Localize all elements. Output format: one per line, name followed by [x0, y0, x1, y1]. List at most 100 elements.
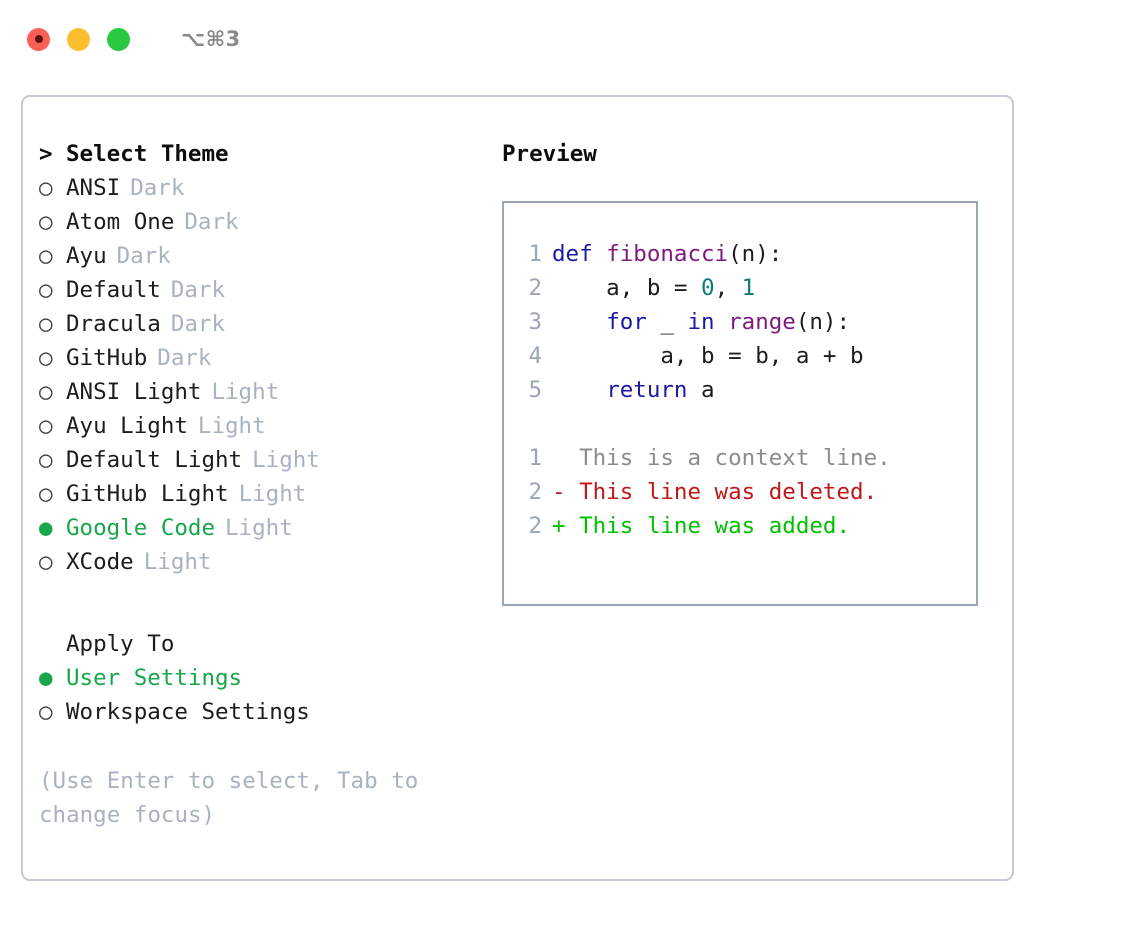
line-number: 5: [528, 377, 542, 403]
window-controls: [27, 27, 130, 51]
theme-list-item[interactable]: ○ Default Dark: [39, 277, 479, 311]
code-line: 2 a, b = 0, 1: [504, 275, 976, 309]
code-line-text: return a: [552, 377, 714, 403]
diff-line: 1 This is a context line.: [504, 445, 976, 479]
theme-variant-badge: Dark: [170, 311, 226, 337]
theme-variant-badge: Light: [252, 447, 320, 473]
radio-unselected-icon: ○: [39, 699, 53, 725]
theme-variant-badge: Dark: [116, 243, 171, 269]
radio-unselected-icon: ○: [39, 379, 53, 405]
theme-list-item[interactable]: ○ ANSI Dark: [39, 175, 479, 209]
diff-line-text: This line was added.: [579, 513, 851, 539]
apply-to-label: Workspace Settings: [66, 699, 310, 725]
code-token-num: 0: [701, 275, 715, 301]
diff-line-text: This line was deleted.: [579, 479, 878, 505]
code-line: 5 return a: [504, 377, 976, 411]
code-token-fn: range: [728, 309, 796, 335]
theme-picker-heading: > Select Theme: [39, 141, 479, 175]
theme-list-item[interactable]: ○ Atom One Dark: [39, 209, 479, 243]
diff-line-text: This is a context line.: [579, 445, 891, 471]
line-number: 1: [528, 445, 542, 471]
code-token-kw: for: [606, 309, 647, 335]
code-line-text: def fibonacci(n):: [552, 241, 782, 267]
radio-unselected-icon: ○: [39, 209, 53, 235]
diff-sign: +: [552, 513, 566, 539]
code-line-text: for _ in range(n):: [552, 309, 850, 335]
theme-variant-badge: Dark: [170, 277, 226, 303]
theme-picker-title: Select Theme: [66, 141, 229, 167]
code-token-pl: [715, 309, 729, 335]
apply-to-item[interactable]: ○ Workspace Settings: [39, 699, 479, 733]
diff-sign: -: [552, 479, 566, 505]
minimize-button[interactable]: [67, 27, 90, 51]
radio-unselected-icon: ○: [39, 175, 53, 201]
code-token-kw: in: [687, 309, 715, 335]
diff-sign-gap: [566, 445, 580, 471]
code-token-kw: def: [552, 241, 607, 267]
code-line: 4 a, b = b, a + b: [504, 343, 976, 377]
theme-name: ANSI: [66, 175, 121, 201]
theme-list-item[interactable]: ○ Default Light Light: [39, 447, 479, 481]
diff-sign-gap: [566, 479, 580, 505]
theme-list-item[interactable]: ○ GitHub Light Light: [39, 481, 479, 515]
theme-name: Google Code: [66, 515, 216, 541]
diff-sign: [552, 445, 566, 471]
title-bar: ⌥⌘3: [0, 0, 1140, 78]
theme-name: Ayu Light: [66, 413, 188, 439]
code-token-pl: _: [646, 309, 688, 335]
theme-name: Atom One: [66, 209, 175, 235]
theme-variant-badge: Dark: [184, 209, 239, 235]
diff-sample: 1 This is a context line.2- This line wa…: [504, 445, 976, 547]
line-number: 2: [528, 275, 542, 301]
radio-unselected-icon: ○: [39, 277, 53, 303]
code-token-num: 1: [741, 275, 756, 301]
code-token-pl: a, b = b, a + b: [552, 343, 864, 369]
apply-to-item[interactable]: ●User Settings: [39, 665, 479, 699]
radio-selected-icon: ●: [39, 515, 53, 541]
apply-to-heading: Apply To: [39, 631, 479, 665]
radio-unselected-icon: ○: [39, 447, 53, 473]
line-number: 4: [528, 343, 542, 369]
code-token-kw: return: [606, 377, 688, 403]
radio-unselected-icon: ○: [39, 549, 53, 575]
line-number: 3: [528, 309, 542, 335]
close-button[interactable]: [27, 27, 50, 51]
theme-name: GitHub Light: [66, 481, 229, 507]
theme-name: Default Light: [66, 447, 243, 473]
radio-unselected-icon: ○: [39, 481, 53, 507]
maximize-button[interactable]: [107, 27, 130, 51]
line-number: 2: [528, 479, 542, 505]
preview-title: Preview: [502, 141, 597, 167]
theme-variant-badge: Light: [238, 481, 307, 507]
code-token-pl: ,: [714, 275, 742, 301]
line-number: 2: [528, 513, 542, 539]
code-token-fn: fibonacci: [606, 241, 729, 267]
keyboard-shortcut-label: ⌥⌘3: [181, 27, 241, 51]
line-number: 1: [528, 241, 542, 267]
radio-unselected-icon: ○: [39, 243, 53, 269]
theme-list-item[interactable]: ○ Ayu Dark: [39, 243, 479, 277]
theme-name: Ayu: [66, 243, 107, 269]
diff-line: 2- This line was deleted.: [504, 479, 976, 513]
theme-name: GitHub: [66, 345, 148, 371]
radio-unselected-icon: ○: [39, 413, 53, 439]
theme-variant-badge: Dark: [130, 175, 185, 201]
code-token-pl: a, b =: [552, 275, 702, 301]
code-line: 3 for _ in range(n):: [504, 309, 976, 343]
diff-line: 2 + This line was added.: [504, 513, 976, 547]
radio-unselected-icon: ○: [39, 345, 53, 371]
theme-name: Default: [66, 277, 161, 303]
apply-to-title: Apply To: [66, 631, 175, 657]
apply-to-label: User Settings: [66, 665, 243, 691]
